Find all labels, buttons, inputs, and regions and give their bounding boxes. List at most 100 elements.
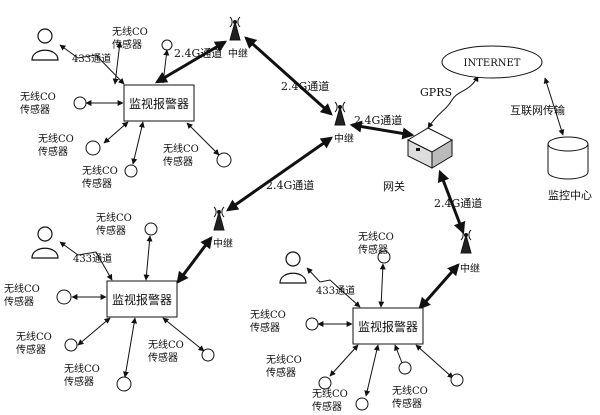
- labels: GPRS 互联网传输 监控中心 网关 中继 中继 中继 中继 2.4G通道 2.…: [4, 25, 592, 413]
- alarm-label: 监视报警器: [112, 292, 172, 307]
- svg-text:无线CO: 无线CO: [38, 132, 74, 145]
- sensor-icon: [355, 397, 369, 411]
- channel-2-4g-label: 2.4G通道: [434, 196, 482, 210]
- internet-label: INTERNET: [464, 58, 521, 69]
- alarm-box-2: 监视报警器: [106, 280, 178, 318]
- relay-icon: [460, 229, 472, 254]
- svg-text:传感器: 传感器: [266, 366, 296, 379]
- channel-2-4g-label: 2.4G通道: [174, 46, 222, 60]
- svg-text:无线CO: 无线CO: [112, 25, 148, 38]
- svg-text:传感器: 传感器: [250, 321, 280, 334]
- svg-text:传感器: 传感器: [16, 343, 46, 356]
- sensor-icon: [73, 96, 87, 110]
- svg-text:无线CO: 无线CO: [82, 164, 118, 177]
- svg-text:无线CO: 无线CO: [163, 142, 199, 155]
- sensor-icon: [64, 338, 78, 352]
- monitor-center-label: 监控中心: [548, 188, 592, 202]
- sensor-icon: [161, 39, 173, 51]
- sensor-icon: [450, 373, 464, 387]
- sensor-circles: [56, 39, 464, 411]
- sensor-icon: [116, 376, 132, 392]
- sensor-icon: [305, 317, 319, 331]
- gateway-device-icon: [406, 127, 454, 169]
- person-icon: [31, 28, 59, 61]
- sensor-icon: [377, 250, 391, 264]
- svg-text:传感器: 传感器: [112, 38, 142, 51]
- links-433: [59, 41, 565, 397]
- svg-text:传感器: 传感器: [64, 375, 94, 388]
- svg-text:传感器: 传感器: [20, 103, 50, 116]
- alarm-box-1: 监视报警器: [123, 84, 195, 122]
- sensor-icon: [124, 164, 138, 178]
- relay-label: 中继: [460, 262, 480, 275]
- relay-label: 中继: [213, 237, 233, 250]
- svg-text:传感器: 传感器: [358, 243, 388, 256]
- gateway-label: 网关: [383, 179, 405, 193]
- sensor-icon: [56, 289, 72, 305]
- alarm-label: 监视报警器: [129, 96, 189, 111]
- svg-text:无线CO: 无线CO: [148, 338, 184, 351]
- link-relay1-relay2: [244, 36, 333, 116]
- internet-transfer-label: 互联网传输: [510, 103, 565, 117]
- relay-icon: [213, 206, 225, 231]
- internet-cloud: [441, 45, 543, 79]
- svg-text:无线CO: 无线CO: [312, 387, 348, 400]
- svg-text:传感器: 传感器: [163, 155, 193, 168]
- person-icon: [31, 226, 59, 259]
- svg-text:无线CO: 无线CO: [358, 230, 394, 243]
- person-icon: [279, 251, 307, 284]
- channel-2-4g-label: 2.4G通道: [266, 178, 314, 192]
- channel-433-label: 433通道: [73, 252, 112, 265]
- link-relay2-relay3: [226, 136, 333, 212]
- svg-text:无线CO: 无线CO: [64, 362, 100, 375]
- svg-text:无线CO: 无线CO: [392, 384, 428, 397]
- svg-text:传感器: 传感器: [82, 177, 112, 190]
- sensor-icon: [144, 222, 158, 236]
- channel-433-label: 433通道: [72, 52, 111, 65]
- links-2-4g: [154, 36, 466, 310]
- relay-icon: [229, 16, 241, 41]
- sensor-icon: [85, 140, 101, 156]
- svg-text:传感器: 传感器: [148, 351, 178, 364]
- svg-text:传感器: 传感器: [312, 400, 342, 413]
- channel-433-label: 433通道: [316, 284, 355, 297]
- link-relay3-alarm2: [176, 236, 213, 284]
- alarm-box-3: 监视报警器: [352, 307, 424, 345]
- sensor-icon: [201, 348, 215, 362]
- svg-text:传感器: 传感器: [392, 397, 422, 410]
- svg-text:传感器: 传感器: [4, 295, 34, 308]
- sensor-icon: [216, 152, 232, 168]
- svg-text:无线CO: 无线CO: [16, 330, 52, 343]
- svg-text:无线CO: 无线CO: [20, 90, 56, 103]
- sensor-icon: [398, 361, 412, 375]
- sensor-icon: [318, 376, 332, 390]
- link-relay4-alarm3: [418, 263, 460, 310]
- channel-2-4g-label: 2.4G通道: [354, 113, 402, 127]
- gprs-label: GPRS: [420, 86, 452, 99]
- svg-text:无线CO: 无线CO: [96, 211, 132, 224]
- svg-text:传感器: 传感器: [96, 224, 126, 237]
- link-relay2-gateway: [349, 120, 415, 140]
- svg-text:无线CO: 无线CO: [250, 308, 286, 321]
- link-gateway-relay4: [437, 169, 466, 235]
- svg-text:传感器: 传感器: [38, 145, 68, 158]
- alarm-label: 监视报警器: [358, 319, 418, 334]
- relay-label: 中继: [228, 47, 248, 60]
- relay-icon: [334, 101, 346, 126]
